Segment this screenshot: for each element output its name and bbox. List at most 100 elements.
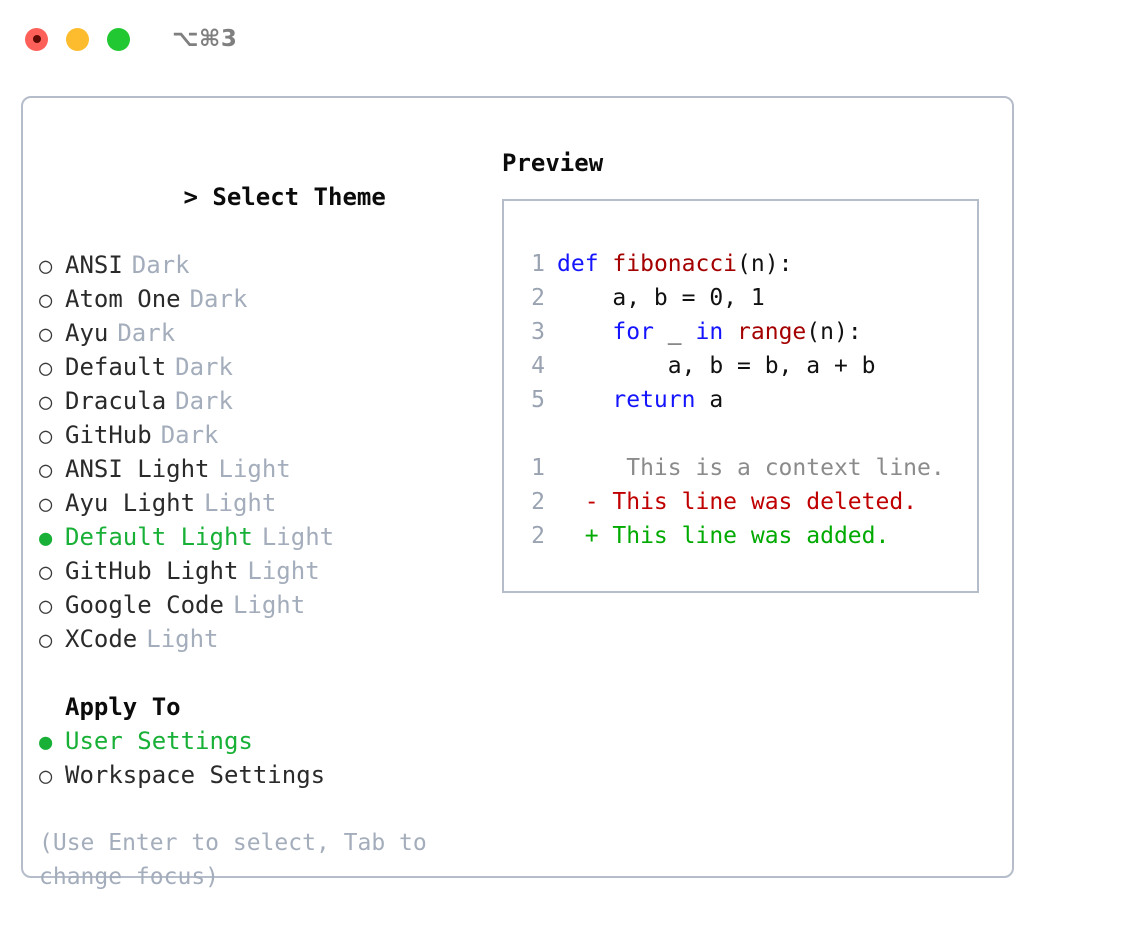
theme-option-label: XCode — [65, 625, 138, 653]
code-token-kw: in — [695, 319, 724, 345]
diff-line-content: This is a context line. — [557, 451, 945, 485]
code-token-kw: return — [612, 387, 696, 413]
apply-to-option-label: User Settings — [65, 727, 253, 755]
theme-option-tag: Light — [232, 591, 306, 619]
code-token-kw: def — [557, 251, 599, 277]
radio-unselected-icon: ○ — [39, 356, 53, 381]
code-token-plain: (n): — [737, 251, 793, 277]
theme-option-tag: Dark — [131, 251, 190, 279]
theme-option-tag: Light — [204, 489, 277, 517]
theme-option-tag: Dark — [175, 353, 233, 381]
theme-option-label: GitHub Light — [65, 557, 239, 585]
diff-marker: - — [557, 489, 599, 515]
radio-unselected-icon: ○ — [39, 424, 53, 449]
code-token-fn: fibonacci — [612, 251, 738, 277]
code-token-plain: _ — [653, 319, 696, 345]
diff-line-number: 2 — [531, 523, 545, 549]
radio-selected-icon: ● — [39, 526, 53, 551]
radio-unselected-icon: ○ — [39, 458, 53, 483]
diff-text: This line was added. — [598, 523, 890, 549]
code-line-content: return a — [557, 383, 723, 417]
radio-unselected-icon: ○ — [39, 594, 53, 619]
code-token-fn: range — [737, 319, 807, 345]
theme-option-label: Ayu Light — [65, 489, 196, 517]
minimize-window-icon[interactable] — [66, 27, 89, 51]
code-line-content: a, b = 0, 1 — [557, 281, 765, 315]
diff-text: This is a context line. — [598, 455, 945, 481]
theme-option-tag: Light — [218, 455, 291, 483]
radio-unselected-icon: ○ — [39, 560, 53, 585]
diff-line-number: 1 — [531, 455, 545, 481]
code-token-plain: a, b = 0, 1 — [557, 285, 765, 311]
code-line-number: 5 — [531, 387, 545, 413]
keyboard-shortcut-label: ⌥⌘3 — [172, 26, 238, 52]
focus-caret-icon: > — [183, 183, 198, 211]
theme-option-default[interactable]: ○ Default Dark — [39, 350, 489, 384]
code-token-plain — [723, 319, 737, 345]
column-spacer — [39, 656, 489, 690]
select-theme-heading: > Select Theme — [39, 146, 489, 248]
code-sample: 1 def fibonacci(n): 2 a, b = 0, 1 3 for _ i… — [504, 247, 977, 417]
diff-marker: + — [557, 523, 599, 549]
theme-option-tag: Dark — [189, 285, 248, 313]
theme-option-ansi-light[interactable]: ○ ANSI Light Light — [39, 452, 489, 486]
theme-option-tag: Dark — [117, 319, 176, 347]
radio-unselected-icon: ○ — [39, 764, 53, 789]
radio-selected-icon: ● — [39, 730, 53, 755]
code-token-plain — [599, 251, 613, 277]
preview-spacer — [504, 417, 977, 451]
theme-option-label: Google Code — [65, 591, 224, 619]
theme-option-tag: Light — [247, 557, 320, 585]
maximize-window-icon[interactable] — [107, 27, 130, 51]
theme-option-label: Atom One — [65, 285, 181, 313]
theme-option-ayu[interactable]: ○ Ayu Dark — [39, 316, 489, 350]
apply-to-option-user-settings[interactable]: ● User Settings — [39, 724, 489, 758]
close-window-icon[interactable] — [25, 27, 48, 51]
theme-option-label: Ayu — [65, 319, 109, 347]
radio-unselected-icon: ○ — [39, 322, 53, 347]
theme-option-tag: Dark — [175, 387, 233, 415]
theme-option-tag: Dark — [160, 421, 219, 449]
code-line-number: 1 — [531, 251, 545, 277]
theme-option-label: Default Light — [65, 523, 253, 551]
apply-to-option-workspace-settings[interactable]: ○Workspace Settings — [39, 758, 489, 792]
theme-option-label: Default — [65, 353, 167, 381]
theme-option-atom-one[interactable]: ○ Atom One Dark — [39, 282, 489, 316]
window-controls — [25, 27, 130, 51]
diff-line-add: 2 + This line was added. — [504, 519, 977, 553]
preview-heading: Preview — [502, 149, 604, 177]
theme-option-github-light[interactable]: ○ GitHub Light Light — [39, 554, 489, 588]
code-line-content: def fibonacci(n): — [557, 247, 792, 281]
code-line: 5 return a — [504, 383, 977, 417]
select-theme-heading-text: Select Theme — [212, 183, 386, 211]
code-token-kw: for — [612, 319, 654, 345]
diff-line-del: 2 - This line was deleted. — [504, 485, 977, 519]
theme-option-xcode[interactable]: ○ XCode Light — [39, 622, 489, 656]
radio-unselected-icon: ○ — [39, 288, 53, 313]
theme-option-google-code[interactable]: ○ Google Code Light — [39, 588, 489, 622]
radio-unselected-icon: ○ — [39, 628, 53, 653]
preview-box: 1 def fibonacci(n): 2 a, b = 0, 1 3 for _ i… — [502, 199, 979, 593]
apply-to-heading: Apply To — [65, 693, 181, 721]
theme-option-ayu-light[interactable]: ○ Ayu Light Light — [39, 486, 489, 520]
preview-column: Preview 1 def fibonacci(n): 2 a, b = 0, 1 3… — [502, 146, 992, 593]
code-line: 4 a, b = b, a + b — [504, 349, 977, 383]
code-token-plain — [557, 319, 612, 345]
code-line-number: 2 — [531, 285, 545, 311]
code-line: 1 def fibonacci(n): — [504, 247, 977, 281]
theme-option-tag: Light — [146, 625, 219, 653]
radio-unselected-icon: ○ — [39, 492, 53, 517]
diff-text: This line was deleted. — [598, 489, 918, 515]
apply-to-option-list: ● User Settings ○Workspace Settings — [39, 724, 489, 792]
code-line-number: 3 — [531, 319, 545, 345]
theme-option-label: ANSI Light — [65, 455, 210, 483]
title-bar: ⌥⌘3 — [0, 0, 1140, 78]
code-line: 3 for _ in range(n): — [504, 315, 977, 349]
